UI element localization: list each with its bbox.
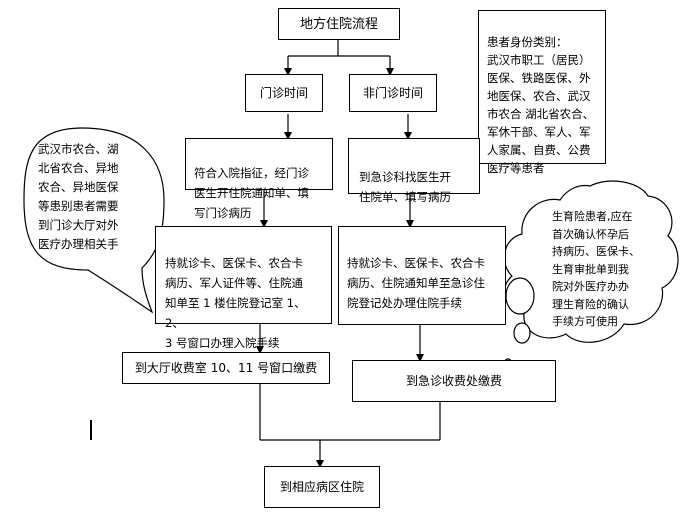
ward-admission-text: 到相应病区住院 <box>279 479 364 494</box>
title-box: 地方住院流程 <box>278 8 400 40</box>
identity-category-box: 患者身份类别： 武汉市职工（居民） 医保、铁路医保、外 地医保、农合、武汉 市农… <box>478 10 606 175</box>
non-outpatient-time-box: 非门诊时间 <box>349 74 437 112</box>
emergency-payment-text: 到急诊收费处缴费 <box>405 373 502 388</box>
left-bubble-text: 武汉市农合、湖 北省农合、异地 农合、异地医保 等患别患者需要 到门诊大厅对外 … <box>38 142 119 251</box>
outpatient-payment-box: 到大厅收费室 10、11 号窗口缴费 <box>122 352 330 384</box>
outpatient-step1-box: 符合入院指征，经门诊 医生开住院通知单、填 写门诊病历 <box>185 138 333 220</box>
outpatient-time-label: 门诊时间 <box>259 85 308 100</box>
emergency-step2-text: 持就诊卡、医保卡、农合卡 病历、住院通知单至急诊住 院登记处办理住院手续 <box>347 256 485 310</box>
right-thought-cloud <box>503 180 679 343</box>
identity-category-text: 患者身份类别： 武汉市职工（居民） 医保、铁路医保、外 地医保、农合、武汉 市农… <box>487 35 595 175</box>
non-outpatient-time-label: 非门诊时间 <box>362 85 423 100</box>
outpatient-step2-text: 持就诊卡、医保卡、农合卡 病历、军人证件等、住院通 知单至 1 楼住院登记室 1… <box>165 256 306 350</box>
emergency-step2-box: 持就诊卡、医保卡、农合卡 病历、住院通知单至急诊住 院登记处办理住院手续 <box>338 226 506 325</box>
emergency-step1-text: 到急诊科找医生开 住院单、填写病历 <box>359 170 451 204</box>
outpatient-step1-text: 符合入院指征，经门诊 医生开住院通知单、填 写门诊病历 <box>194 166 309 220</box>
title-text: 地方住院流程 <box>299 16 378 32</box>
thought-bubble-small-2 <box>513 322 531 344</box>
outpatient-step2-box: 持就诊卡、医保卡、农合卡 病历、军人证件等、住院通 知单至 1 楼住院登记室 1… <box>155 226 332 350</box>
emergency-payment-box: 到急诊收费处缴费 <box>352 360 556 402</box>
emergency-step1-box: 到急诊科找医生开 住院单、填写病历 <box>348 138 480 204</box>
right-cloud-text: 生育险患者,应在 首次确认怀孕后 持病历、医保卡、 生育审批单到我 院对外医疗办… <box>552 210 640 328</box>
outpatient-payment-text: 到大厅收费室 10、11 号窗口缴费 <box>134 360 318 375</box>
text-cursor <box>90 420 92 440</box>
thought-bubble-small-1 <box>505 277 535 315</box>
left-speech-bubble <box>23 127 165 314</box>
ward-admission-box: 到相应病区住院 <box>264 466 380 508</box>
outpatient-time-box: 门诊时间 <box>245 74 323 112</box>
